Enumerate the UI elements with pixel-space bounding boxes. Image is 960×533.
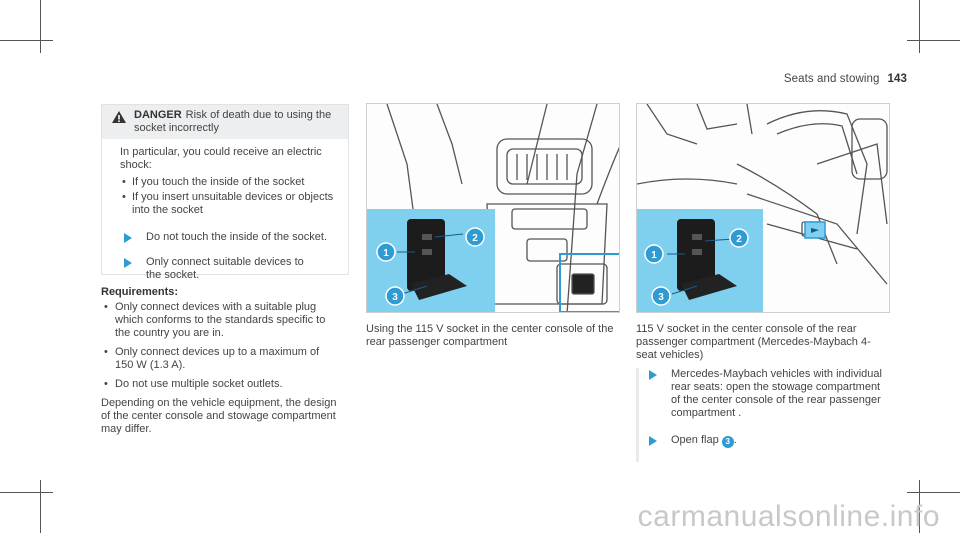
step-item: Open flap 3. [645, 434, 886, 448]
callout-3: 3 [651, 286, 671, 306]
danger-title: Risk of death due to using the [185, 109, 332, 121]
danger-title-line2: socket incorrectly [134, 122, 219, 134]
warning-triangle-icon [112, 111, 126, 123]
svg-text:1: 1 [651, 250, 657, 261]
requirements-title: Requirements: [101, 286, 179, 298]
step-end: . [733, 434, 737, 446]
callout-3-inline: 3 [721, 436, 734, 448]
console-illustration: 1 2 3 [367, 104, 619, 312]
crop-mark [919, 480, 920, 533]
callout-3: 3 [385, 286, 405, 306]
danger-body: In particular, you could receive an elec… [102, 139, 348, 282]
svg-text:2: 2 [736, 234, 742, 245]
danger-action: Do not touch the inside of the socket. [120, 231, 340, 244]
danger-action: Only connect suitable devices to the soc… [120, 256, 320, 282]
figure1-caption: Using the 115 V socket in the center con… [366, 323, 614, 348]
equipment-note: Depending on the vehicle equipment, the … [101, 397, 337, 435]
callout-2: 2 [465, 227, 485, 247]
arrow-right-icon [649, 436, 657, 446]
danger-bullet: If you insert unsuitable devices or obje… [120, 191, 335, 217]
instruction-steps: Mercedes-Maybach vehicles with individua… [636, 368, 886, 462]
crop-mark [40, 480, 41, 533]
callout-1: 1 [644, 244, 664, 264]
page-header: Seats and stowing 143 [784, 73, 907, 85]
requirements-section: Requirements: Only connect devices with … [101, 286, 351, 436]
page-number: 143 [887, 73, 907, 85]
step-text: Mercedes-Maybach vehicles with individua… [671, 368, 882, 419]
requirement-item: Do not use multiple socket outlets. [101, 378, 351, 391]
svg-text:3: 3 [392, 292, 398, 303]
crop-mark [907, 40, 960, 41]
danger-intro: In particular, you could receive an elec… [120, 146, 322, 171]
crop-mark [907, 492, 960, 493]
watermark: carmanualsonline.info [637, 500, 940, 533]
crop-mark [40, 0, 41, 53]
section-title: Seats and stowing [783, 73, 880, 85]
danger-bullet: If you touch the inside of the socket [120, 176, 340, 189]
danger-action-text: Only connect suitable devices to the soc… [146, 256, 304, 281]
maybach-console-illustration: 1 2 3 [637, 104, 888, 312]
figure2-caption: 115 V socket in the center console of th… [636, 323, 871, 361]
crop-mark [0, 40, 53, 41]
callout-1: 1 [376, 242, 396, 262]
requirement-item: Only connect devices with a suitable plu… [101, 301, 326, 340]
step-text: Open flap [671, 434, 719, 446]
requirement-item: Only connect devices up to a maximum of … [101, 346, 326, 372]
svg-text:3: 3 [658, 292, 664, 303]
arrow-right-icon [124, 258, 132, 268]
svg-text:1: 1 [383, 248, 389, 259]
callout-2: 2 [729, 228, 749, 248]
arrow-right-icon [649, 370, 657, 380]
arrow-right-icon [124, 233, 132, 243]
step-item: Mercedes-Maybach vehicles with individua… [645, 368, 886, 420]
crop-mark [919, 0, 920, 53]
danger-action-text: Do not touch the inside of the socket. [146, 231, 328, 243]
danger-label: DANGER [134, 109, 182, 121]
crop-mark [0, 492, 53, 493]
figure-center-console-socket: 1 2 3 [366, 103, 620, 313]
figure-maybach-console-socket: 1 2 3 [636, 103, 890, 313]
svg-text:2: 2 [472, 233, 478, 244]
